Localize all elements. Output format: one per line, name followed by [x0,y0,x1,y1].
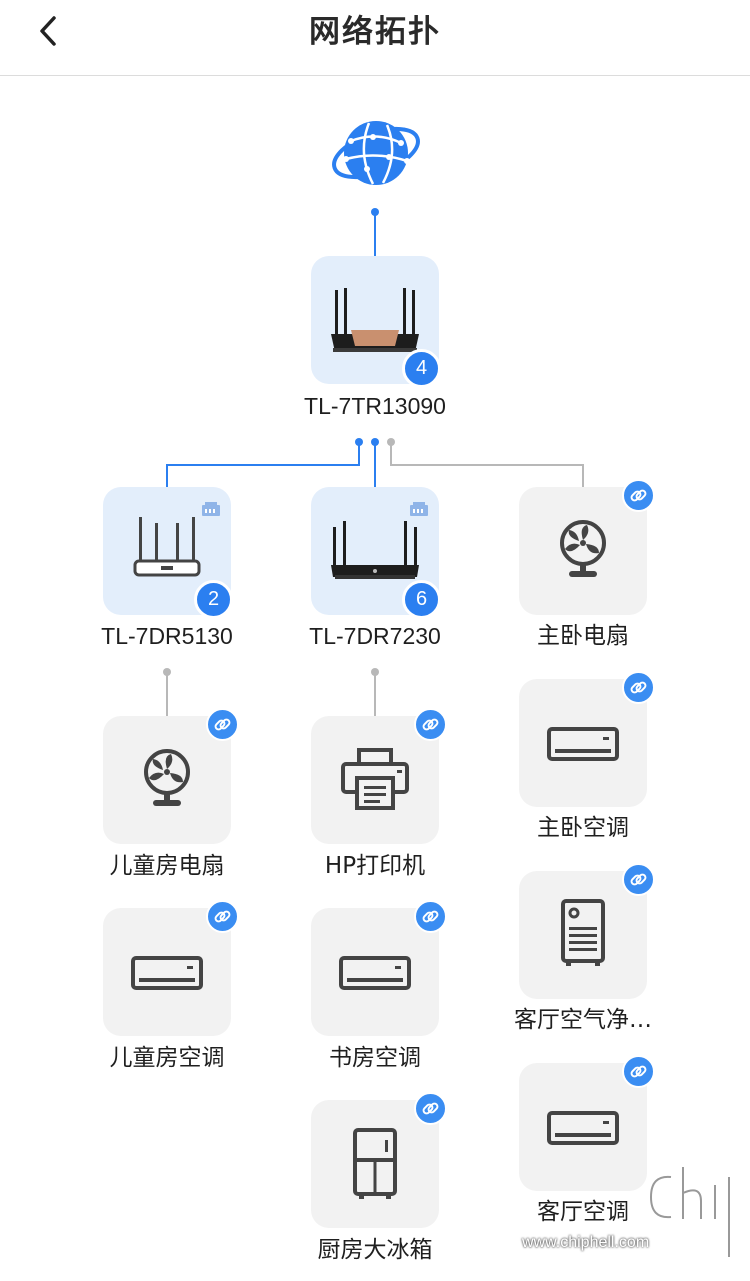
globe-icon [332,121,420,185]
fan-icon [144,749,190,806]
watermark-url: www.chiphell.com [522,1234,650,1251]
main-router-name: TL-7TR13090 [304,393,446,419]
router-8-antenna-icon [331,288,419,352]
device-card[interactable] [103,900,239,1036]
device-card[interactable] [311,1092,447,1228]
main-router-card[interactable]: 4 [311,256,441,388]
air-purifier-icon [561,899,605,966]
device-name: 书房空调 [329,1045,421,1071]
ethernet-icon [410,502,428,516]
link-icon [622,671,655,704]
link-icon [414,708,447,741]
internet-globe[interactable] [329,113,423,193]
device-name: 儿童房空调 [109,1045,225,1071]
link-icon [622,479,655,512]
link-icon [206,900,239,933]
page-title: 网络拓扑 [309,14,441,50]
device-card[interactable] [519,863,655,999]
back-button[interactable] [28,12,72,56]
air-conditioner-icon [339,956,411,990]
link-icon [414,900,447,933]
device-card[interactable] [519,479,655,615]
air-conditioner-icon [547,1111,619,1145]
device-card[interactable] [311,708,447,844]
refrigerator-icon [353,1128,397,1199]
device-card[interactable] [311,900,447,1036]
device-name: 厨房大冰箱 [317,1237,433,1263]
device-name: 儿童房电扇 [109,853,225,879]
link-icon [206,708,239,741]
link-icon [622,1055,655,1088]
device-card[interactable] [519,1055,655,1191]
top-bar: 网络拓扑 [0,0,750,76]
link-icon [622,863,655,896]
branch-router-card[interactable]: 2 [103,487,233,619]
device-name: HP打印机 [324,853,426,879]
chevron-left-icon [40,16,56,46]
air-conditioner-icon [131,956,203,990]
branch-router-card[interactable]: 6 [311,487,441,619]
fan-icon [560,520,606,577]
client-count-badge: 6 [402,580,441,619]
device-name: 主卧电扇 [537,623,629,649]
ethernet-icon [202,502,220,516]
branch-router-name: TL-7DR7230 [309,623,441,649]
link-icon [414,1092,447,1125]
device-name: 客厅空调 [537,1199,629,1225]
device-name: 主卧空调 [537,815,629,841]
client-count-badge: 2 [194,580,233,619]
air-conditioner-icon [547,727,619,761]
router-8-antenna-icon [331,521,419,579]
chiphell-logo [646,1162,734,1262]
router-4-antenna-icon [133,517,201,577]
device-card[interactable] [103,708,239,844]
client-count-badge: 4 [402,349,441,388]
branch-router-name: TL-7DR5130 [101,623,233,649]
device-name: 客厅空气净… [514,1007,652,1033]
printer-icon [341,748,409,810]
device-card[interactable] [519,671,655,807]
